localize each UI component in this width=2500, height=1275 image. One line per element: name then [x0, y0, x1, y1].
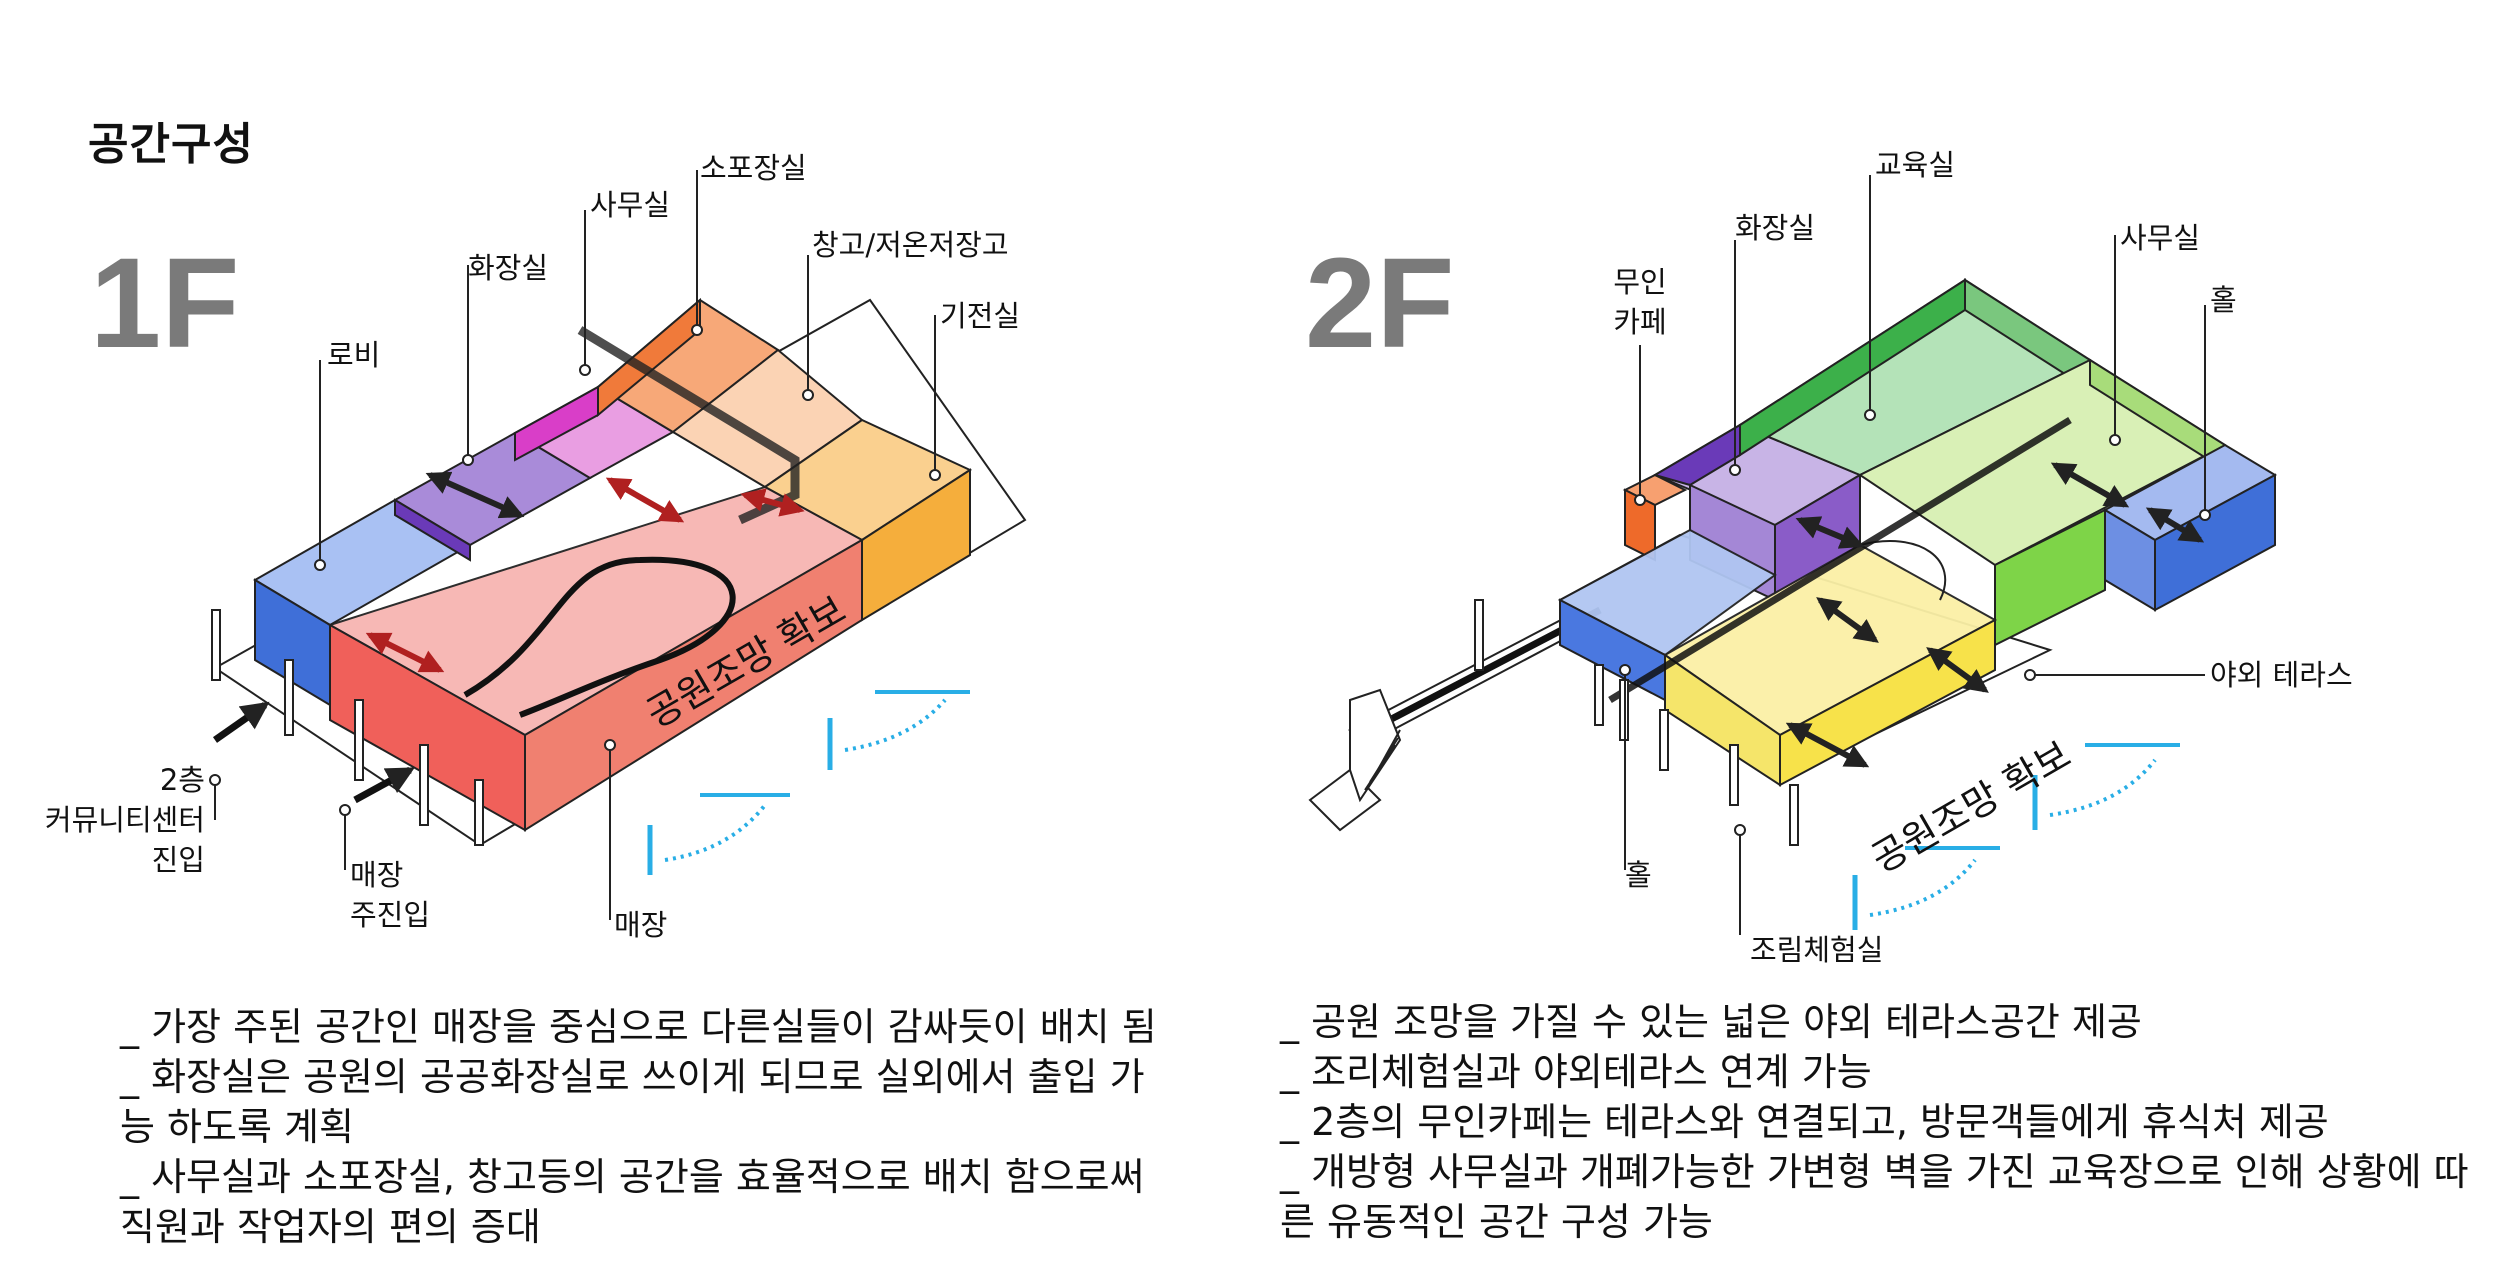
floor2-note-line: 른 유동적인 공간 구성 가능	[1280, 1197, 2469, 1247]
floor2-room-office: 사무실	[2120, 218, 2200, 258]
floor1-entry-community: 2층 커뮤니티센터 진입	[40, 760, 205, 880]
floor1-notes: _ 가장 주된 공간인 매장을 중심으로 다른실들이 감싸듯이 배치 됨 _ 화…	[120, 1002, 1157, 1252]
floor2-label: 2F	[1305, 230, 1454, 377]
floor1-note-line: _ 사무실과 소포장실, 창고등의 공간을 효율적으로 배치 함으로써	[120, 1152, 1157, 1202]
floor1-room-storage: 창고/저온저장고	[812, 225, 1009, 265]
floor1-room-lobby: 로비	[327, 335, 380, 375]
floor2-room-cafe: 무인 카페	[1595, 262, 1685, 342]
floor1-room-toilet: 화장실	[468, 248, 548, 288]
floor1-room-shop: 매장	[614, 905, 667, 945]
floor2-model	[1310, 175, 2275, 935]
page-title: 공간구성	[88, 108, 254, 172]
floor1-room-packing: 소포장실	[700, 148, 807, 188]
floor1-room-electric: 기전실	[940, 296, 1020, 336]
floor1-model	[210, 170, 1025, 920]
floor1-note-line: _ 화장실은 공원의 공공화장실로 쓰이게 되므로 실외에서 출입 가	[120, 1052, 1157, 1102]
floor1-note-line: 능 하도록 계획	[120, 1102, 1157, 1152]
floor2-room-toilet: 화장실	[1735, 208, 1815, 248]
floor1-room-office: 사무실	[590, 185, 670, 225]
floor2-room-hall-left: 홀	[1625, 855, 1652, 895]
floor2-notes: _ 공원 조망을 가질 수 있는 넓은 야외 테라스공간 제공 _ 조리체험실과…	[1280, 997, 2469, 1247]
floor2-note-line: _ 2층의 무인카페는 테라스와 연결되고, 방문객들에게 휴식처 제공	[1280, 1097, 2469, 1147]
floor2-note-line: _ 조리체험실과 야외테라스 연계 가능	[1280, 1047, 2469, 1097]
floor1-label: 1F	[90, 230, 239, 377]
floor1-entry-shop: 매장 주진입	[350, 855, 430, 935]
floor2-room-cooking: 조림체험실	[1750, 930, 1883, 970]
floor1-note-line: _ 가장 주된 공간인 매장을 중심으로 다른실들이 감싸듯이 배치 됨	[120, 1002, 1157, 1052]
floor2-room-education: 교육실	[1875, 145, 1955, 185]
floor2-note-line: _ 개방형 사무실과 개폐가능한 가변형 벽을 가진 교육장으로 인해 상황에 …	[1280, 1147, 2469, 1197]
floor1-note-line: 직원과 작업자의 편의 증대	[120, 1202, 1157, 1252]
floor2-note-line: _ 공원 조망을 가질 수 있는 넓은 야외 테라스공간 제공	[1280, 997, 2469, 1047]
floor2-room-hall-right: 홀	[2210, 280, 2237, 320]
floor2-room-terrace: 야외 테라스	[2210, 655, 2353, 695]
